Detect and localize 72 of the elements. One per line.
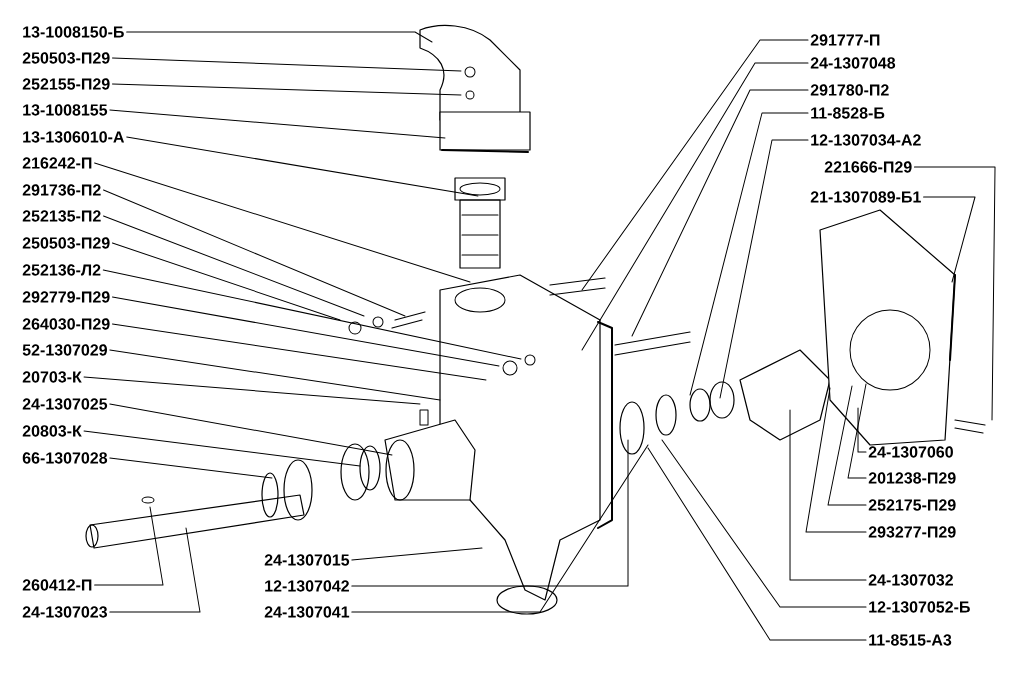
part-number: 13-1306010-А — [23, 131, 125, 143]
part-number: 24-1307041 — [264, 606, 350, 618]
leader-line — [351, 444, 649, 613]
part-number: 252155-П29 — [22, 78, 110, 90]
part-number: 11-8515-А3 — [869, 634, 952, 646]
part-number: 11-8528-Б — [811, 107, 885, 119]
leader-line — [689, 112, 809, 396]
part-number: 250503-П29 — [22, 52, 110, 64]
leader-line — [647, 447, 867, 641]
leader-line — [126, 31, 433, 43]
part-number: 264030-П29 — [22, 318, 110, 330]
part-number: 252175-П29 — [868, 499, 956, 511]
leader-line — [102, 269, 522, 360]
part-number: 291777-П — [810, 34, 880, 46]
part-number: 12-1307034-А2 — [811, 134, 921, 146]
part-number: 252136-Л2 — [22, 264, 101, 276]
leader-line — [581, 39, 809, 291]
leader-line — [351, 547, 483, 561]
part-number: 291780-П2 — [810, 84, 889, 96]
part-number: 24-1307015 — [264, 554, 350, 566]
leader-line — [109, 109, 446, 139]
part-number: 24-1307032 — [868, 574, 953, 586]
part-number: 21-1307089-Б1 — [810, 191, 921, 203]
leader-line — [661, 439, 867, 608]
leader-line — [857, 407, 867, 453]
leader-line — [111, 296, 500, 367]
part-number: 252135-П2 — [22, 210, 101, 222]
leader-line — [83, 376, 421, 405]
part-number: 292779-П29 — [22, 291, 110, 303]
leader-line — [111, 323, 487, 381]
part-number: 52-1307029 — [22, 344, 107, 356]
leader-line — [109, 349, 441, 401]
leader-line — [94, 162, 471, 283]
part-number: 260412-П — [22, 579, 92, 591]
part-number: 13-1008150-Б — [23, 26, 124, 38]
leader-line — [103, 189, 406, 317]
part-number: 20703-К — [22, 371, 82, 383]
leader-line — [631, 89, 809, 337]
part-number: 216242-П — [22, 157, 92, 169]
part-number: 12-1307052-Б — [869, 601, 970, 613]
part-number: 20803-К — [22, 425, 82, 437]
part-number: 24-1307023 — [22, 606, 107, 618]
part-number: 201238-П29 — [868, 472, 956, 484]
part-number: 24-1307048 — [810, 57, 896, 69]
leader-line — [103, 215, 365, 317]
part-number: 250503-П29 — [22, 237, 110, 249]
leader-line — [111, 242, 341, 321]
leader-line — [94, 506, 164, 586]
part-number: 13-1008155 — [23, 104, 108, 116]
leader-line — [847, 383, 867, 479]
part-number: 12-1307042 — [265, 580, 349, 592]
leader-line — [109, 403, 393, 456]
part-number: 221666-П29 — [824, 161, 912, 173]
leader-line — [111, 83, 462, 96]
leader-line — [923, 196, 976, 283]
part-number: 293277-П29 — [868, 526, 956, 538]
leader-line — [111, 57, 462, 72]
part-number: 66-1307028 — [22, 452, 108, 464]
leader-line — [126, 136, 479, 197]
leader-line — [789, 409, 867, 581]
leader-line — [109, 527, 201, 613]
leader-line — [351, 439, 629, 587]
part-number: 24-1307060 — [868, 446, 953, 458]
part-number: 24-1307025 — [22, 398, 108, 410]
leader-line — [913, 166, 996, 421]
leader-line — [83, 430, 361, 467]
leader-line — [805, 387, 867, 533]
leader-line — [581, 62, 809, 351]
part-number: 291736-П2 — [22, 184, 101, 196]
leader-line — [827, 385, 867, 506]
leader-line — [719, 139, 809, 399]
leader-line — [109, 457, 273, 479]
